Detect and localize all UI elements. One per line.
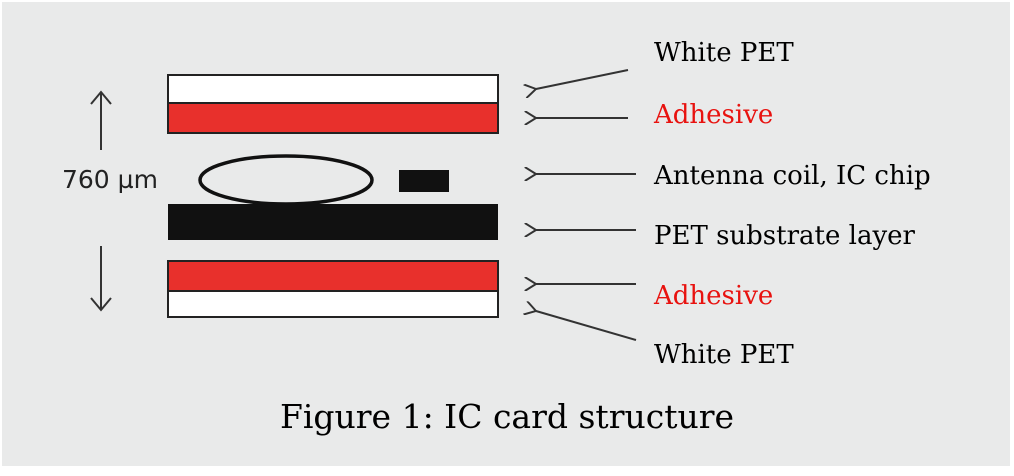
pointer-arrow-white-pet-top-icon [536,69,629,89]
label-white-pet-bottom: White PET [654,340,794,370]
label-adhesive-bottom: Adhesive [654,281,774,311]
ic-chip [399,170,449,192]
top-white-pet-layer [167,74,499,104]
thickness-arrowhead-down-icon [90,297,112,312]
pet-substrate-layer [168,204,498,240]
thickness-arrowhead-up-icon [90,90,112,105]
label-pet-substrate-layer: PET substrate layer [654,221,915,251]
label-antenna-coil-ic-chip: Antenna coil, IC chip [654,161,931,191]
top-adhesive-layer [167,102,499,134]
antenna-coil [198,154,374,206]
figure-caption: Figure 1: IC card structure [279,397,735,436]
label-white-pet-top: White PET [654,38,794,68]
bottom-adhesive-layer [167,260,499,292]
label-adhesive-top: Adhesive [654,100,774,130]
pointer-arrow-white-pet-bottom-icon [536,311,637,341]
bottom-white-pet-layer [167,290,499,318]
thickness-label: 760 µm [62,165,158,194]
